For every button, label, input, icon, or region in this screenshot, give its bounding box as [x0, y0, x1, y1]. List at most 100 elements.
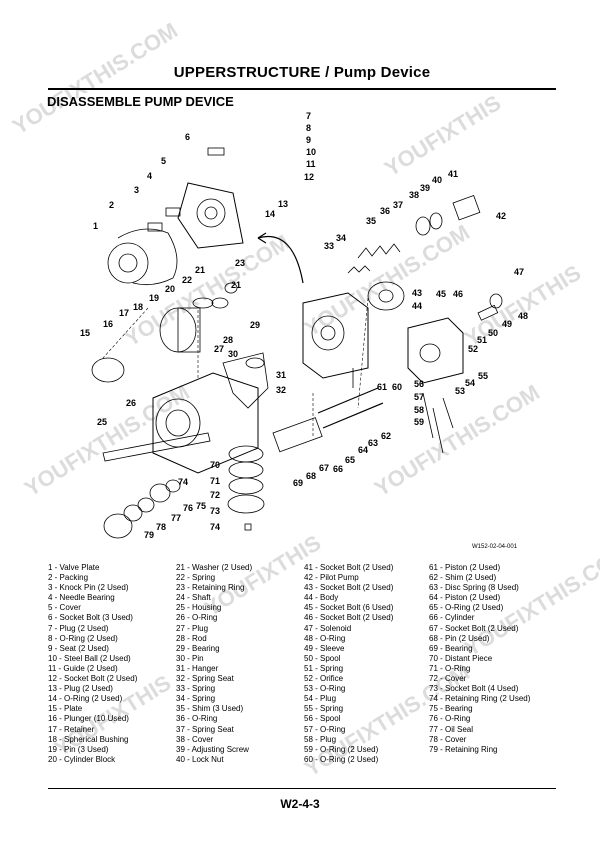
part-item: 27 - Plug	[176, 623, 209, 633]
callout: 57	[414, 392, 425, 402]
part-item: 17 - Retainer	[48, 724, 95, 734]
pilot-pump-part	[367, 281, 405, 311]
rotation-arrow	[257, 236, 304, 284]
callout: 15	[80, 328, 91, 338]
part-item: 6 - Socket Bolt (3 Used)	[48, 613, 133, 623]
part-item: 19 - Pin (3 Used)	[48, 744, 109, 754]
part-item: 23 - Retaining Ring	[176, 583, 245, 593]
callout: 42	[496, 211, 507, 221]
callout: 36	[380, 206, 391, 216]
callout: 79	[144, 530, 155, 540]
callout: 64	[358, 445, 369, 455]
part-item: 78 - Cover	[429, 734, 467, 744]
callout: 39	[420, 183, 431, 193]
callout: 27	[214, 344, 225, 354]
part-item: 4 - Needle Bearing	[48, 593, 115, 603]
callout: 56	[414, 379, 425, 389]
callout: 77	[171, 513, 182, 523]
callout: 69	[293, 478, 304, 488]
part-item: 74 - Retaining Ring (2 Used)	[429, 694, 531, 704]
callout: 12	[304, 172, 315, 182]
part-item: 47 - Solenoid	[304, 623, 352, 633]
part-item: 56 - Spool	[304, 714, 341, 724]
part-item: 45 - Socket Bolt (6 Used)	[304, 603, 394, 613]
part-item: 11 - Guide (2 Used)	[48, 663, 118, 673]
callout: 71	[210, 476, 221, 486]
part-item: 69 - Bearing	[429, 643, 473, 653]
header-rule	[48, 88, 556, 90]
parts-column-4: 61 - Piston (2 Used) 62 - Shim (2 Used) …	[429, 563, 530, 755]
part-item: 62 - Shim (2 Used)	[429, 573, 497, 583]
part-item: 3 - Knock Pin (2 Used)	[48, 583, 129, 593]
callout: 16	[103, 319, 114, 329]
parts-column-3: 41 - Socket Bolt (2 Used) 42 - Pilot Pum…	[304, 563, 393, 765]
cover-part	[177, 182, 244, 249]
part-item: 22 - Spring	[176, 573, 216, 583]
lower-cover-part	[227, 494, 265, 514]
callout: 2	[109, 200, 115, 210]
callout: 30	[228, 349, 239, 359]
page-number: W2-4-3	[280, 797, 320, 811]
part-item: 58 - Plug	[304, 734, 337, 744]
callout: 40	[432, 175, 443, 185]
packing-part	[117, 228, 178, 286]
part-item: 37 - Spring Seat	[176, 724, 234, 734]
part-item: 5 - Cover	[48, 603, 81, 613]
callout: 3	[134, 185, 140, 195]
part-item: 25 - Housing	[176, 603, 222, 613]
center-body-part	[302, 292, 369, 379]
part-item: 52 - Orifice	[304, 674, 344, 684]
part-item: 48 - O-Ring	[304, 633, 346, 643]
callout: 72	[210, 490, 221, 500]
part-item: 75 - Bearing	[429, 704, 473, 714]
part-item: 16 - Plunger (10 Used)	[48, 714, 129, 724]
part-item: 35 - Shim (3 Used)	[176, 704, 244, 714]
callout: 62	[381, 431, 392, 441]
part-item: 18 - Spherical Bushing	[48, 734, 129, 744]
part-item: 51 - Spring	[304, 663, 344, 673]
part-item: 38 - Cover	[176, 734, 214, 744]
callout: 60	[392, 382, 403, 392]
part-item: 46 - Socket Bolt (2 Used)	[304, 613, 394, 623]
part-item: 76 - O-Ring	[429, 714, 471, 724]
part-item: 29 - Bearing	[176, 643, 220, 653]
callout: 68	[306, 471, 317, 481]
part-item: 55 - Spring	[304, 704, 344, 714]
callout: 52	[468, 344, 479, 354]
part-item: 61 - Piston (2 Used)	[429, 563, 501, 572]
callout: 53	[455, 386, 466, 396]
callout: 14	[265, 209, 276, 219]
part-item: 60 - O-Ring (2 Used)	[304, 754, 379, 764]
part-item: 24 - Shaft	[176, 593, 211, 603]
callout: 23	[235, 258, 246, 268]
part-item: 20 - Cylinder Block	[48, 754, 116, 764]
callout: 9	[306, 135, 312, 145]
callout: 67	[319, 463, 330, 473]
callout: 6	[185, 132, 191, 142]
part-item: 40 - Lock Nut	[176, 754, 224, 764]
callout: 8	[306, 123, 312, 133]
part-item: 32 - Spring Seat	[176, 674, 234, 684]
callout: 63	[368, 438, 379, 448]
part-item: 66 - Cylinder	[429, 613, 475, 623]
callout: 38	[409, 190, 420, 200]
cylinder-part	[272, 417, 323, 453]
footer-rule	[48, 788, 556, 789]
valve-plate-part	[107, 242, 149, 284]
callout: 50	[488, 328, 499, 338]
callout: 54	[465, 378, 476, 388]
callout: 1	[93, 221, 99, 231]
part-item: 68 - Pin (2 Used)	[429, 633, 490, 643]
callout: 7	[306, 111, 312, 121]
callout: 10	[306, 147, 317, 157]
part-item: 64 - Piston (2 Used)	[429, 593, 501, 603]
part-item: 49 - Sleeve	[304, 643, 345, 653]
right-body-part	[407, 317, 464, 384]
part-item: 12 - Socket Bolt (2 Used)	[48, 674, 138, 684]
callout: 76	[183, 503, 194, 513]
callout: 66	[333, 464, 344, 474]
part-item: 21 - Washer (2 Used)	[176, 563, 253, 572]
callout: 28	[223, 335, 234, 345]
part-item: 67 - Socket Bolt (2 Used)	[429, 623, 519, 633]
part-item: 28 - Rod	[176, 633, 207, 643]
